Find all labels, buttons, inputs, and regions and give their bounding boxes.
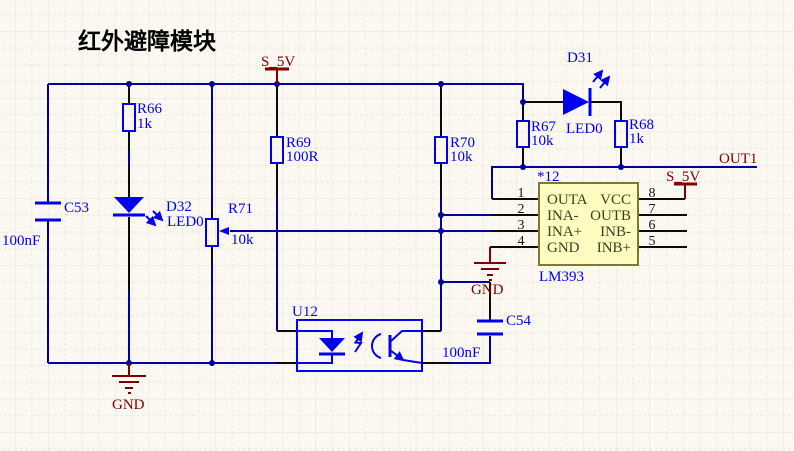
ic-part-label[interactable]: LM393	[539, 269, 584, 285]
diode-triangle	[563, 89, 589, 115]
resistor-body	[434, 136, 448, 164]
pin-leads	[128, 85, 687, 364]
wires	[47, 83, 757, 364]
optocoupler-U12[interactable]: U12	[292, 304, 423, 372]
diode-triangle	[114, 197, 144, 213]
lead-d31[interactable]	[523, 101, 622, 121]
schematic-title: 红外避障模块	[78, 28, 216, 55]
value-label[interactable]: 1k	[137, 116, 153, 132]
ref-label[interactable]: C54	[506, 313, 532, 329]
power-net-label[interactable]: S_5V	[666, 169, 700, 185]
optocoupler-body	[296, 319, 423, 372]
pin-name: INA+	[547, 224, 582, 240]
ref-label[interactable]: D32	[166, 199, 192, 215]
value-label[interactable]: 100nF	[442, 345, 480, 361]
pin-name: GND	[547, 240, 580, 256]
value-label[interactable]: 10k	[231, 232, 254, 248]
phototransistor-arc	[371, 333, 382, 359]
ic-body	[538, 182, 639, 266]
power-net-label[interactable]: S_5V	[261, 54, 295, 70]
resistor-body	[614, 120, 628, 148]
lead-r70[interactable]	[422, 85, 442, 332]
phototransistor-collector	[389, 330, 422, 343]
wire-c54-emitter[interactable]	[450, 336, 491, 364]
led-emission-arrow	[599, 75, 611, 89]
ground-bars-icon	[112, 375, 146, 394]
resistor-R70[interactable]: R70 10k	[434, 135, 475, 165]
value-label[interactable]: 100R	[286, 149, 319, 165]
ref-label[interactable]: R68	[629, 117, 654, 133]
led-emission-arrow	[145, 215, 157, 227]
ground-port-left[interactable]: GND	[112, 363, 146, 413]
ref-label[interactable]: R67	[531, 119, 557, 135]
resistor-R67[interactable]: R67 10k	[516, 119, 557, 149]
value-label[interactable]: LED0	[566, 121, 603, 137]
net-label-out1[interactable]: OUT1	[719, 151, 757, 167]
pin-name: INA-	[547, 208, 579, 224]
lead-r69[interactable]	[276, 85, 297, 332]
value-label[interactable]: 100nF	[2, 233, 40, 249]
ref-label[interactable]: R70	[450, 135, 475, 151]
ref-label[interactable]: U12	[292, 304, 318, 320]
ref-label[interactable]: C53	[64, 200, 89, 216]
ref-label[interactable]: D31	[567, 50, 593, 66]
capacitor-C54[interactable]: C54 100nF	[442, 313, 532, 361]
pin-number: 1	[518, 186, 525, 201]
resistor-body	[270, 136, 284, 164]
led-emission-arrow	[152, 210, 164, 222]
pin-number: 3	[518, 218, 525, 233]
opto-led-cathode	[297, 354, 333, 364]
pin-number: 7	[649, 202, 656, 217]
capacitor-C53[interactable]: C53 100nF	[2, 200, 89, 249]
phototransistor-emitter	[389, 349, 405, 362]
pin-number: 8	[649, 186, 656, 201]
ground-net-label[interactable]: GND	[471, 282, 504, 298]
led-D31[interactable]: D31 LED0	[563, 50, 611, 137]
opto-led-anode	[297, 330, 333, 338]
pin-name: INB-	[600, 224, 631, 240]
wire-top-rail[interactable]	[48, 83, 524, 103]
ic-designator[interactable]: *12	[537, 169, 560, 185]
wiper-arrow	[219, 227, 229, 235]
power-port-s5v-top[interactable]: S_5V	[261, 54, 295, 84]
value-label[interactable]: LED0	[167, 214, 204, 230]
resistor-R68[interactable]: R68 1k	[614, 117, 654, 148]
ground-bars-icon	[474, 262, 506, 281]
phototransistor-emitter-lead	[402, 359, 423, 364]
pin-name: VCC	[600, 192, 631, 208]
resistor-R69[interactable]: R69 100R	[270, 135, 319, 165]
capacitor-plates	[477, 319, 503, 336]
resistor-body	[205, 218, 219, 247]
led-emission-arrow	[592, 69, 604, 83]
wire-out1[interactable]	[491, 166, 757, 199]
value-label[interactable]: 1k	[629, 131, 645, 147]
led-D32[interactable]: D32 LED0	[113, 197, 204, 230]
ref-label[interactable]: R69	[286, 135, 311, 151]
value-label[interactable]: 10k	[450, 149, 473, 165]
ref-label[interactable]: R71	[228, 201, 253, 217]
resistor-body	[122, 103, 136, 132]
pin-name: OUTA	[547, 192, 588, 208]
power-port-s5v-ic[interactable]: S_5V	[666, 169, 700, 199]
capacitor-plates	[35, 201, 61, 222]
pin-name: OUTB	[590, 208, 631, 224]
pin-number: 6	[649, 218, 656, 233]
value-label[interactable]: 10k	[531, 133, 554, 149]
resistor-body	[516, 120, 530, 148]
potentiometer-R71[interactable]: R71 10k	[205, 201, 254, 248]
pin-number: 4	[518, 234, 525, 249]
opto-led-triangle	[319, 338, 345, 352]
ground-net-label[interactable]: GND	[112, 397, 145, 413]
ground-port-ic[interactable]: GND	[471, 247, 506, 298]
ic-LM393[interactable]: *12 LM393 OUTA INA- INA+ GND VCC OUTB IN…	[518, 169, 656, 285]
pin-number: 5	[649, 234, 656, 249]
pin-name: INB+	[597, 240, 631, 256]
ref-label[interactable]: R66	[137, 101, 163, 117]
light-bolt-arrow	[353, 331, 364, 353]
pin-number: 2	[518, 202, 525, 217]
resistor-R66[interactable]: R66 1k	[122, 101, 163, 132]
